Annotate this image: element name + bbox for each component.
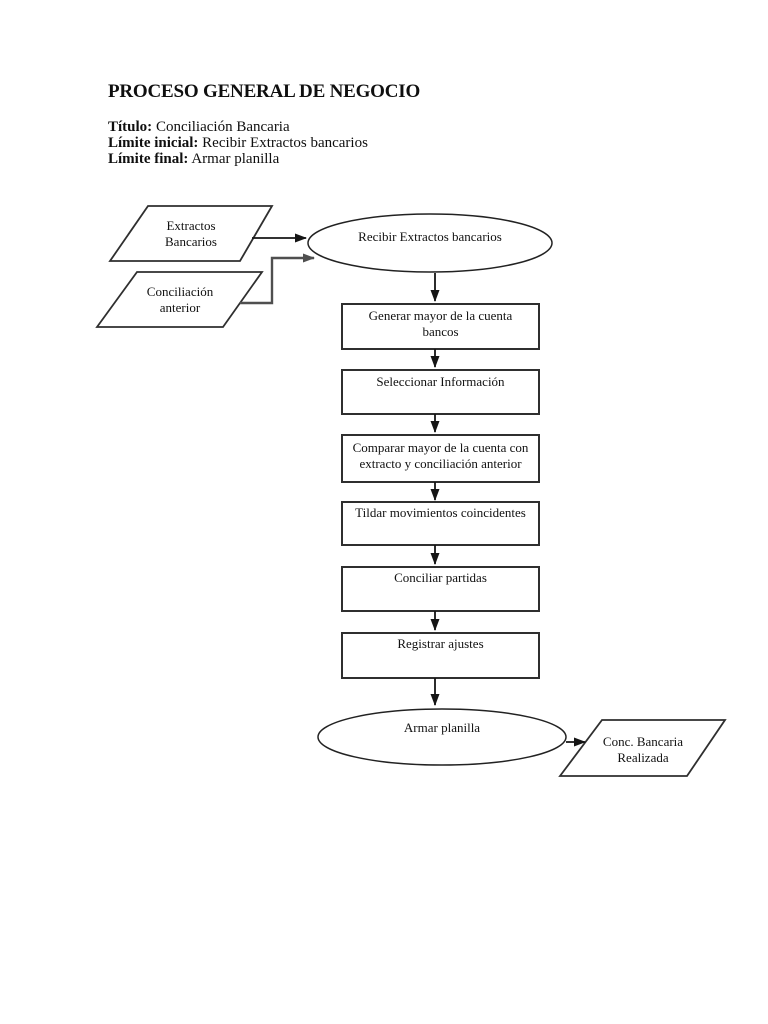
start-ellipse	[307, 213, 553, 273]
process-rect-6	[341, 632, 540, 679]
meta-value: Armar planilla	[191, 151, 280, 167]
meta-label: Título:	[108, 119, 153, 135]
meta-label: Límite final:	[108, 151, 189, 167]
input-parallelogram-conciliacion	[95, 271, 264, 328]
meta-line-limite-inicial: Límite inicial: Recibir Extractos bancar…	[108, 135, 368, 151]
meta-line-limite-final: Límite final: Armar planilla	[108, 151, 368, 167]
process-rect-5	[341, 566, 540, 612]
connector-conciliacion-to-start	[240, 253, 315, 305]
output-parallelogram	[558, 719, 727, 777]
document-meta: Título: Conciliación Bancaria Límite ini…	[108, 119, 368, 167]
meta-value: Conciliación Bancaria	[155, 119, 290, 135]
meta-value: Recibir Extractos bancarios	[202, 135, 368, 151]
process-rect-1	[341, 303, 540, 350]
process-rect-4	[341, 501, 540, 546]
page-title: PROCESO GENERAL DE NEGOCIO	[108, 81, 421, 102]
end-ellipse	[317, 708, 567, 766]
process-rect-3	[341, 434, 540, 483]
meta-label: Límite inicial:	[108, 135, 199, 151]
process-rect-2	[341, 369, 540, 415]
input-parallelogram-extractos	[108, 205, 274, 262]
meta-line-titulo: Título: Conciliación Bancaria	[108, 119, 368, 135]
